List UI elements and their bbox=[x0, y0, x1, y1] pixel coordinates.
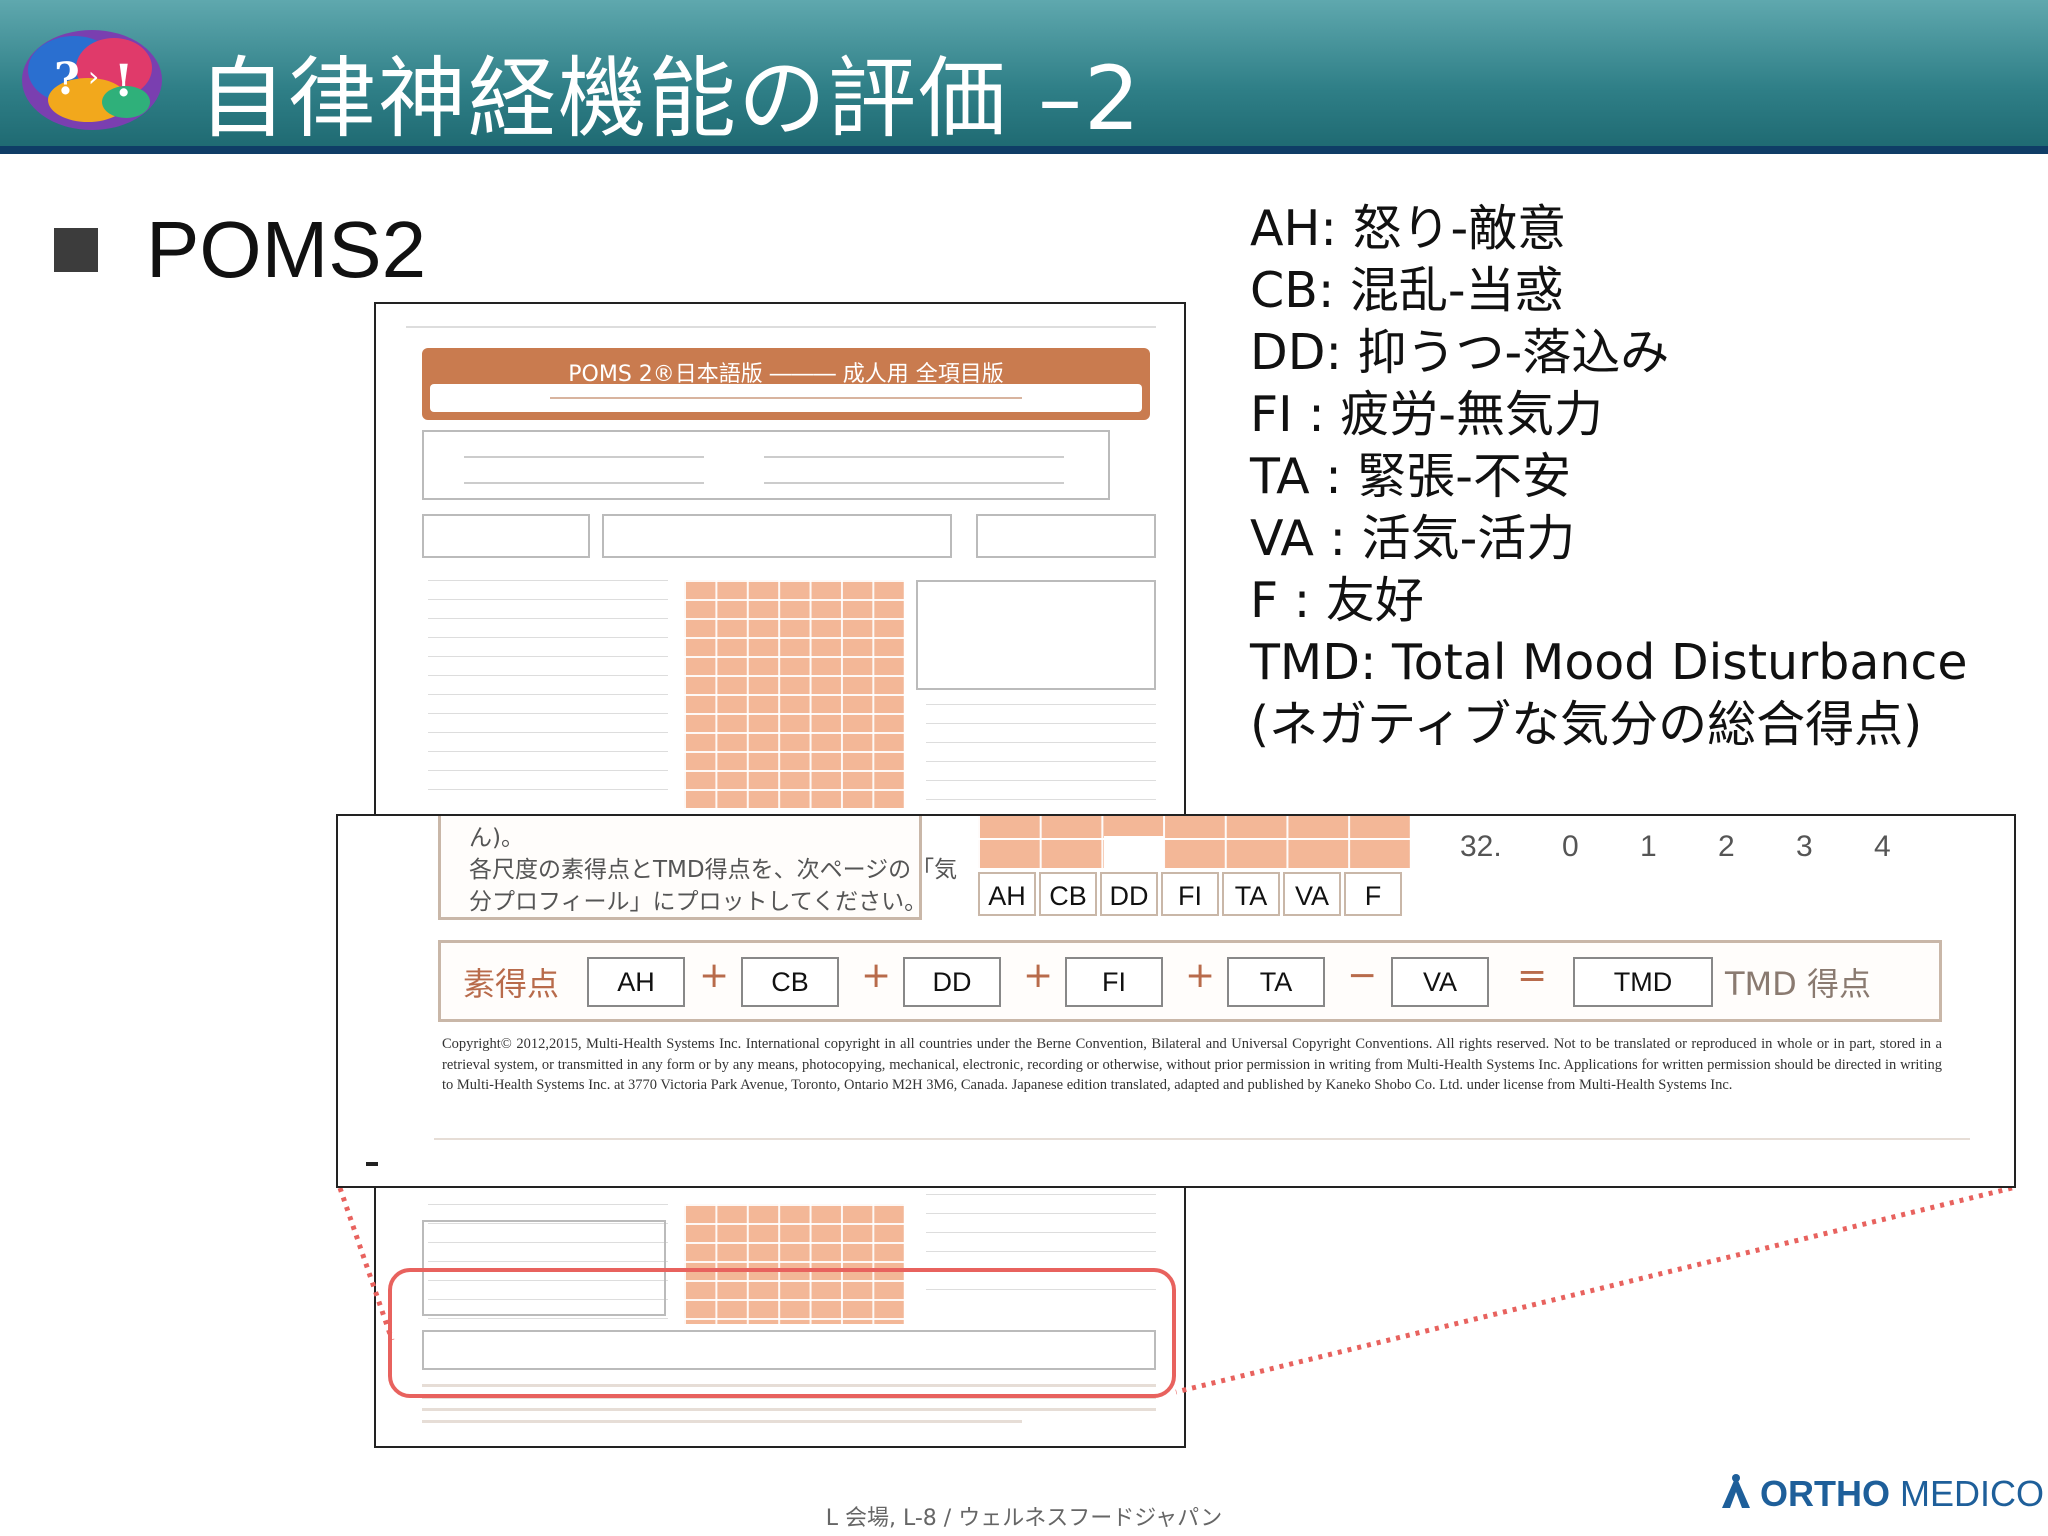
plus-operator: + bbox=[1023, 955, 1054, 996]
raw-score-label: 素得点 bbox=[463, 965, 560, 1003]
raw-score-box-dd: DD bbox=[903, 957, 1001, 1007]
form-author-line bbox=[430, 384, 1142, 412]
svg-text:?: ? bbox=[54, 54, 80, 105]
zoom-item-score: 1 bbox=[1640, 830, 1657, 863]
zoom-raw-score-row: 素得点 AH + CB + DD + FI + TA − VA = TMD TM… bbox=[438, 940, 1942, 1022]
legend-line: TA : 緊張-不安 bbox=[1250, 448, 1571, 505]
equals-operator: = bbox=[1517, 955, 1548, 996]
tmd-score-label: TMD 得点 bbox=[1725, 965, 1871, 1003]
header-underline bbox=[0, 146, 2048, 154]
form-sum-row bbox=[422, 1330, 1156, 1370]
form-name-box bbox=[422, 430, 1110, 500]
scale-label-va: VA bbox=[1283, 872, 1341, 916]
legend-line: AH: 怒り-敵意 bbox=[1250, 200, 1567, 257]
plus-operator: + bbox=[861, 955, 892, 996]
form-response-rows bbox=[926, 704, 1156, 808]
form-scoring-note bbox=[916, 580, 1156, 690]
form-response-rows bbox=[926, 1194, 1156, 1294]
zoom-item-score: 2 bbox=[1718, 830, 1735, 863]
zoom-item-number: 32. bbox=[1460, 830, 1502, 863]
bullet-square-icon bbox=[54, 228, 98, 272]
zoomed-form-detail: ん)。 各尺度の素得点とTMD得点を、次ページの「気 分プロフィール」にプロット… bbox=[336, 814, 2016, 1188]
legend-line: TMD: Total Mood Disturbance bbox=[1250, 634, 1968, 691]
form-instruction-box bbox=[422, 514, 590, 558]
form-title: POMS 2®日本語版 ――― 成人用 全項目版 bbox=[568, 362, 1004, 387]
form-rule bbox=[406, 326, 1156, 328]
scale-legend: AH: 怒り-敵意 CB: 混乱-当惑 DD: 抑うつ-落込み FI : 疲労-… bbox=[1250, 198, 2040, 756]
ortho-medico-logo-icon bbox=[1722, 1474, 1750, 1508]
brand-name-light: MEDICO bbox=[1890, 1473, 2045, 1514]
form-scoring-grid bbox=[684, 580, 904, 808]
zoom-scoring-grid bbox=[978, 816, 1410, 868]
scale-label-cb: CB bbox=[1039, 872, 1097, 916]
raw-score-box-ta: TA bbox=[1227, 957, 1325, 1007]
bullet-text: POMS2 bbox=[146, 205, 427, 294]
plus-operator: + bbox=[1185, 955, 1216, 996]
form-response-rows bbox=[428, 580, 668, 808]
tmd-score-box: TMD bbox=[1573, 957, 1713, 1007]
legend-line: DD: 抑うつ-落込み bbox=[1250, 324, 1670, 381]
zoom-item-score: 0 bbox=[1562, 830, 1579, 863]
page-title: 自律神経機能の評価 –2 bbox=[198, 47, 1142, 150]
zoom-scale-labels: AH CB DD FI TA VA F bbox=[978, 872, 1405, 916]
zoom-item-score: 3 bbox=[1796, 830, 1813, 863]
scale-label-fi: FI bbox=[1161, 872, 1219, 916]
legend-line: CB: 混乱-当惑 bbox=[1250, 262, 1564, 319]
form-scoring-grid bbox=[684, 1204, 904, 1324]
form-instruction-box bbox=[976, 514, 1156, 558]
ortho-medico-logo: ORTHO MEDICO bbox=[1716, 1472, 2044, 1515]
minus-operator: − bbox=[1347, 955, 1378, 996]
scale-label-ta: TA bbox=[1222, 872, 1280, 916]
raw-score-box-va: VA bbox=[1391, 957, 1489, 1007]
plus-operator: + bbox=[699, 955, 730, 996]
copyright-text: Copyright© 2012,2015, Multi-Health Syste… bbox=[442, 1036, 1942, 1093]
svg-text:›: › bbox=[88, 60, 99, 93]
brain-logo-icon: ? › ! bbox=[22, 30, 162, 130]
legend-line: FI : 疲労-無気力 bbox=[1250, 386, 1603, 443]
form-response-rows bbox=[428, 1204, 668, 1324]
scale-label-ah: AH bbox=[978, 872, 1036, 916]
legend-line: F : 友好 bbox=[1250, 572, 1424, 629]
scale-label-dd: DD bbox=[1100, 872, 1158, 916]
form-header-band: POMS 2®日本語版 ――― 成人用 全項目版 bbox=[422, 348, 1150, 420]
svg-text:!: ! bbox=[114, 56, 133, 107]
raw-score-box-ah: AH bbox=[587, 957, 685, 1007]
footer-text: L 会場, L-8 / ウェルネスフードジャパン bbox=[825, 1506, 1223, 1531]
raw-score-box-fi: FI bbox=[1065, 957, 1163, 1007]
zoom-item-score: 4 bbox=[1874, 830, 1891, 863]
brand-name-bold: ORTHO bbox=[1760, 1473, 1890, 1514]
scale-label-f: F bbox=[1344, 872, 1402, 916]
form-instruction-box bbox=[602, 514, 952, 558]
legend-line: (ネガティブな気分の総合得点) bbox=[1250, 696, 1923, 753]
raw-score-box-cb: CB bbox=[741, 957, 839, 1007]
slide-header bbox=[0, 0, 2048, 148]
legend-line: VA : 活気-活力 bbox=[1250, 510, 1576, 567]
zoom-instruction-note: ん)。 各尺度の素得点とTMD得点を、次ページの「気 分プロフィール」にプロット… bbox=[438, 816, 957, 920]
